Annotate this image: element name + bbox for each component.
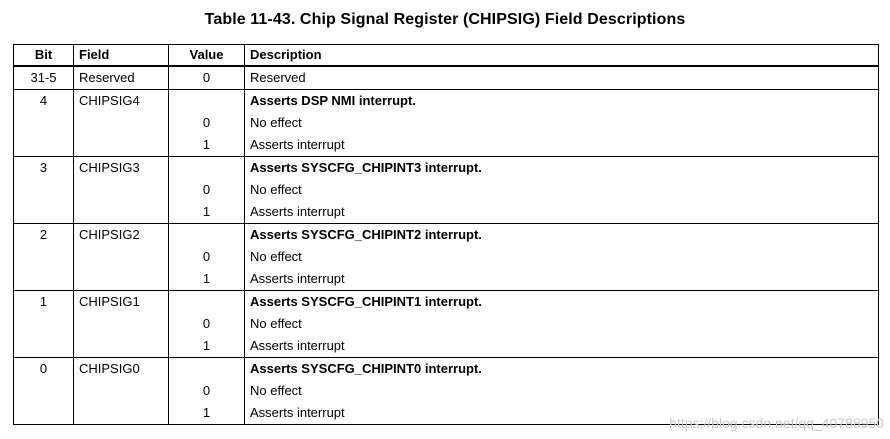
description-cell: Asserts interrupt xyxy=(244,402,879,425)
table-row: 1 CHIPSIG1 Asserts SYSCFG_CHIPINT1 inter… xyxy=(13,290,879,313)
description-cell: Asserts DSP NMI interrupt. xyxy=(244,89,879,112)
bit-cell xyxy=(13,112,74,134)
header-value: Value xyxy=(168,44,245,67)
field-cell xyxy=(73,201,169,224)
header-field: Field xyxy=(73,44,169,67)
description-cell: Asserts SYSCFG_CHIPINT3 interrupt. xyxy=(244,156,879,179)
table-row: 1 Asserts interrupt xyxy=(13,201,879,224)
table-header-row: Bit Field Value Description xyxy=(13,44,879,67)
description-cell: No effect xyxy=(244,179,879,201)
description-cell: Reserved xyxy=(244,65,879,90)
table-row: 1 Asserts interrupt xyxy=(13,402,879,425)
bit-cell xyxy=(13,201,74,224)
table-row: 0 No effect xyxy=(13,112,879,134)
value-cell: 1 xyxy=(168,201,245,224)
bit-cell xyxy=(13,179,74,201)
table-row: 4 CHIPSIG4 Asserts DSP NMI interrupt. xyxy=(13,89,879,112)
table-row: 0 No effect xyxy=(13,313,879,335)
bit-cell: 1 xyxy=(13,290,74,313)
value-cell: 1 xyxy=(168,134,245,157)
value-cell: 1 xyxy=(168,335,245,358)
value-cell xyxy=(168,89,245,112)
description-cell: Asserts interrupt xyxy=(244,134,879,157)
bit-cell: 3 xyxy=(13,156,74,179)
field-cell xyxy=(73,134,169,157)
table-row: 31-5 Reserved 0 Reserved xyxy=(13,65,879,90)
description-cell: No effect xyxy=(244,112,879,134)
value-cell: 0 xyxy=(168,246,245,268)
bit-cell xyxy=(13,134,74,157)
field-cell: CHIPSIG4 xyxy=(73,89,169,112)
description-cell: Asserts SYSCFG_CHIPINT0 interrupt. xyxy=(244,357,879,380)
header-description: Description xyxy=(244,44,879,67)
table-row: 0 CHIPSIG0 Asserts SYSCFG_CHIPINT0 inter… xyxy=(13,357,879,380)
description-cell: Asserts interrupt xyxy=(244,201,879,224)
description-cell: No effect xyxy=(244,380,879,402)
field-cell xyxy=(73,268,169,291)
description-cell: Asserts interrupt xyxy=(244,268,879,291)
value-cell: 0 xyxy=(168,380,245,402)
header-bit: Bit xyxy=(13,44,74,67)
value-cell: 1 xyxy=(168,268,245,291)
value-cell: 1 xyxy=(168,402,245,425)
field-cell: CHIPSIG2 xyxy=(73,223,169,246)
field-cell xyxy=(73,246,169,268)
field-cell: CHIPSIG1 xyxy=(73,290,169,313)
description-cell: No effect xyxy=(244,246,879,268)
field-cell xyxy=(73,112,169,134)
bit-cell xyxy=(13,402,74,425)
bit-cell: 4 xyxy=(13,89,74,112)
value-cell: 0 xyxy=(168,65,245,90)
table-row: 0 No effect xyxy=(13,246,879,268)
description-cell: No effect xyxy=(244,313,879,335)
description-cell: Asserts interrupt xyxy=(244,335,879,358)
bit-cell xyxy=(13,268,74,291)
value-cell xyxy=(168,223,245,246)
table-row: 0 No effect xyxy=(13,179,879,201)
field-cell xyxy=(73,179,169,201)
bit-cell: 0 xyxy=(13,357,74,380)
value-cell xyxy=(168,290,245,313)
table-row: 0 No effect xyxy=(13,380,879,402)
field-cell: Reserved xyxy=(73,65,169,90)
field-descriptions-table: Bit Field Value Description 31-5 Reserve… xyxy=(13,44,879,425)
table-row: 3 CHIPSIG3 Asserts SYSCFG_CHIPINT3 inter… xyxy=(13,156,879,179)
table-caption: Table 11-43. Chip Signal Register (CHIPS… xyxy=(204,11,686,28)
table-row: 1 Asserts interrupt xyxy=(13,335,879,358)
value-cell: 0 xyxy=(168,313,245,335)
watermark-text: https://blog.csdn.net/qq_40788950 xyxy=(669,415,884,431)
field-cell: CHIPSIG0 xyxy=(73,357,169,380)
bit-cell: 31-5 xyxy=(13,65,74,90)
description-cell: Asserts SYSCFG_CHIPINT1 interrupt. xyxy=(244,290,879,313)
field-cell: CHIPSIG3 xyxy=(73,156,169,179)
table-row: 2 CHIPSIG2 Asserts SYSCFG_CHIPINT2 inter… xyxy=(13,223,879,246)
value-cell: 0 xyxy=(168,112,245,134)
bit-cell xyxy=(13,335,74,358)
bit-cell xyxy=(13,246,74,268)
bit-cell: 2 xyxy=(13,223,74,246)
value-cell: 0 xyxy=(168,179,245,201)
field-cell xyxy=(73,335,169,358)
field-cell xyxy=(73,380,169,402)
value-cell xyxy=(168,357,245,380)
bit-cell xyxy=(13,380,74,402)
field-cell xyxy=(73,402,169,425)
table-row: 1 Asserts interrupt xyxy=(13,268,879,291)
field-cell xyxy=(73,313,169,335)
description-cell: Asserts SYSCFG_CHIPINT2 interrupt. xyxy=(244,223,879,246)
table-row: 1 Asserts interrupt xyxy=(13,134,879,157)
value-cell xyxy=(168,156,245,179)
bit-cell xyxy=(13,313,74,335)
